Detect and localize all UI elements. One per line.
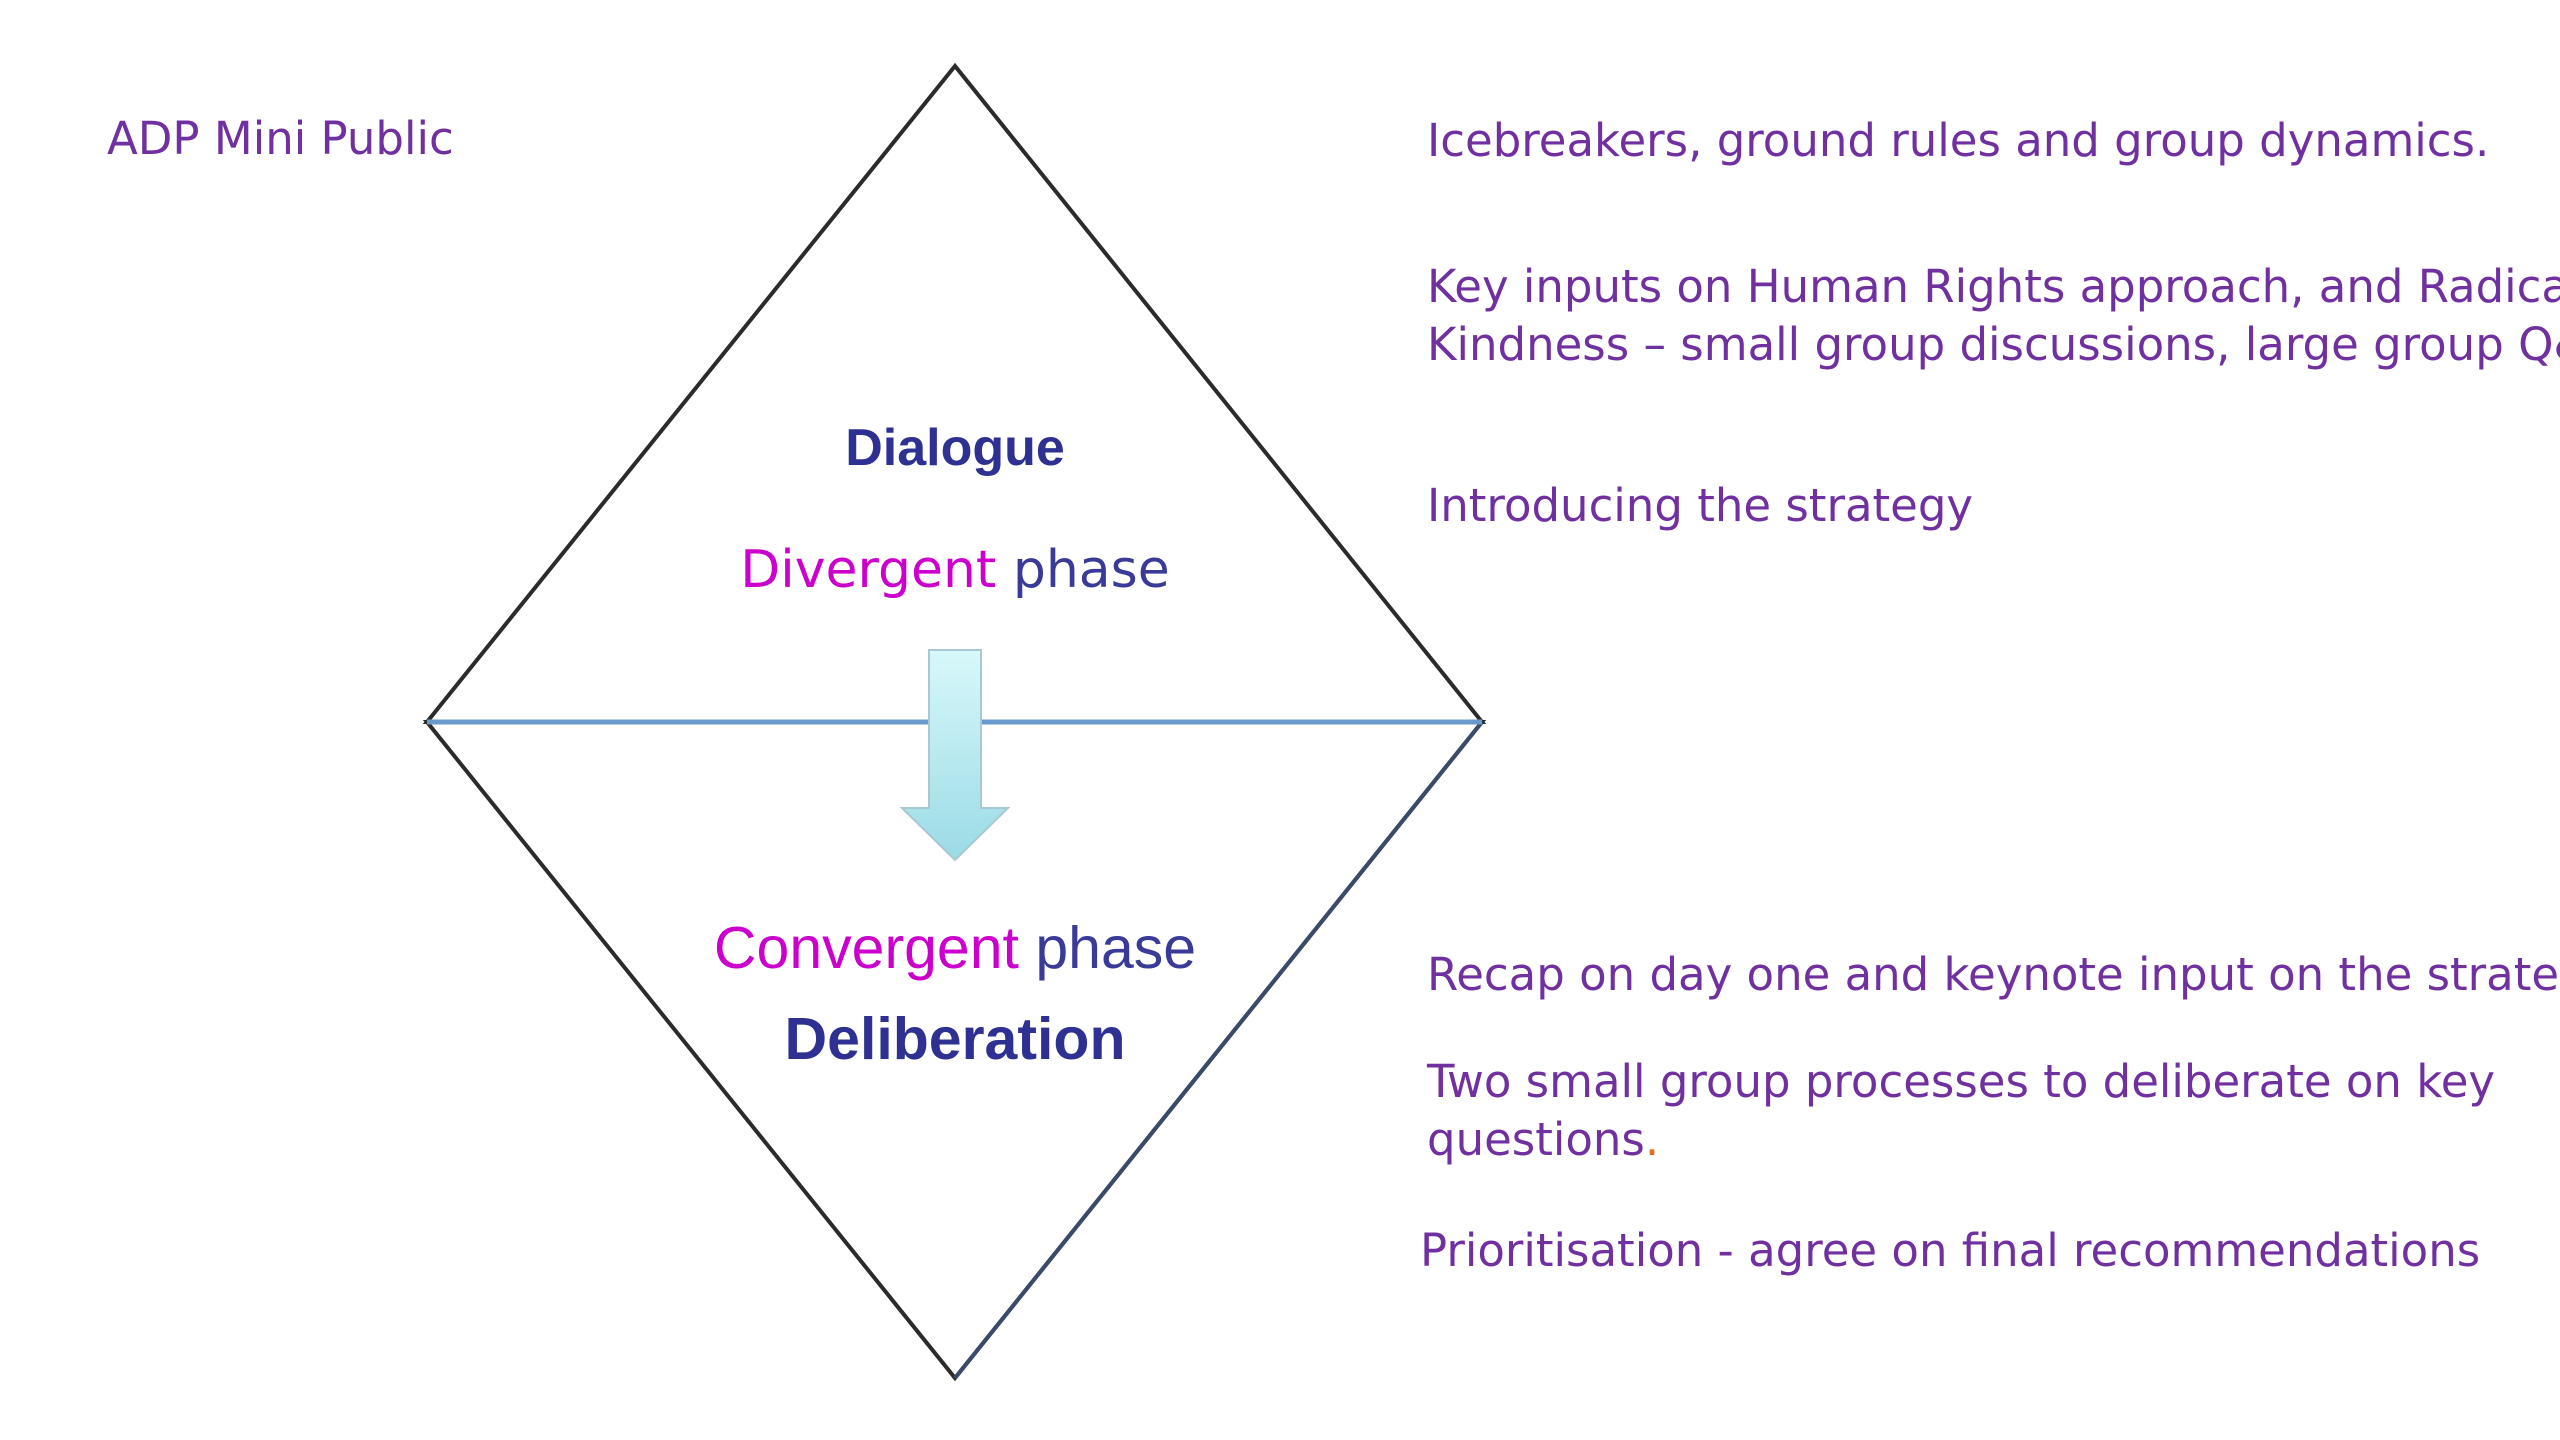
divergent-item-3-line-1: Introducing the strategy xyxy=(1427,479,1974,532)
dialogue-label: Dialogue xyxy=(845,419,1065,477)
convergent-item-2-line-2: questions xyxy=(1427,1113,1645,1166)
convergent-phase-suffix: phase xyxy=(1018,915,1197,981)
convergent-item-2-period: . xyxy=(1644,1113,1660,1166)
convergent-item-2-line-2-wrap: questions. xyxy=(1427,1111,2495,1169)
divergent-item-1: Icebreakers, ground rules and group dyna… xyxy=(1427,112,2489,170)
convergent-item-3: Prioritisation - agree on final recommen… xyxy=(1420,1222,2480,1280)
convergent-word: Convergent xyxy=(713,915,1019,981)
down-arrow-icon xyxy=(899,649,1011,862)
divergent-item-3: Introducing the strategy xyxy=(1427,477,1973,535)
slide-title: ADP Mini Public xyxy=(107,112,454,165)
convergent-item-2-line-1: Two small group processes to deliberate … xyxy=(1427,1055,2496,1108)
divergent-word: Divergent xyxy=(740,540,997,600)
convergent-item-2: Two small group processes to deliberate … xyxy=(1427,1053,2495,1169)
divergent-item-2: Key inputs on Human Rights approach, and… xyxy=(1427,258,2560,374)
divergent-item-1-line-1: Icebreakers, ground rules and group dyna… xyxy=(1427,114,2490,167)
deliberation-label: Deliberation xyxy=(784,1006,1126,1072)
convergent-item-3-line-1: Prioritisation - agree on final recommen… xyxy=(1420,1224,2481,1277)
convergent-item-1-line-1: Recap on day one and keynote input on th… xyxy=(1427,948,2560,1001)
convergent-right-edge xyxy=(953,720,1484,1380)
divergent-phase-suffix: phase xyxy=(996,540,1170,600)
divergent-triangle xyxy=(422,62,1487,724)
divergent-item-2-line-2: Kindness – small group discussions, larg… xyxy=(1427,318,2560,371)
divergent-item-2-line-1: Key inputs on Human Rights approach, and… xyxy=(1427,260,2560,313)
convergent-item-1: Recap on day one and keynote input on th… xyxy=(1427,946,2560,1004)
